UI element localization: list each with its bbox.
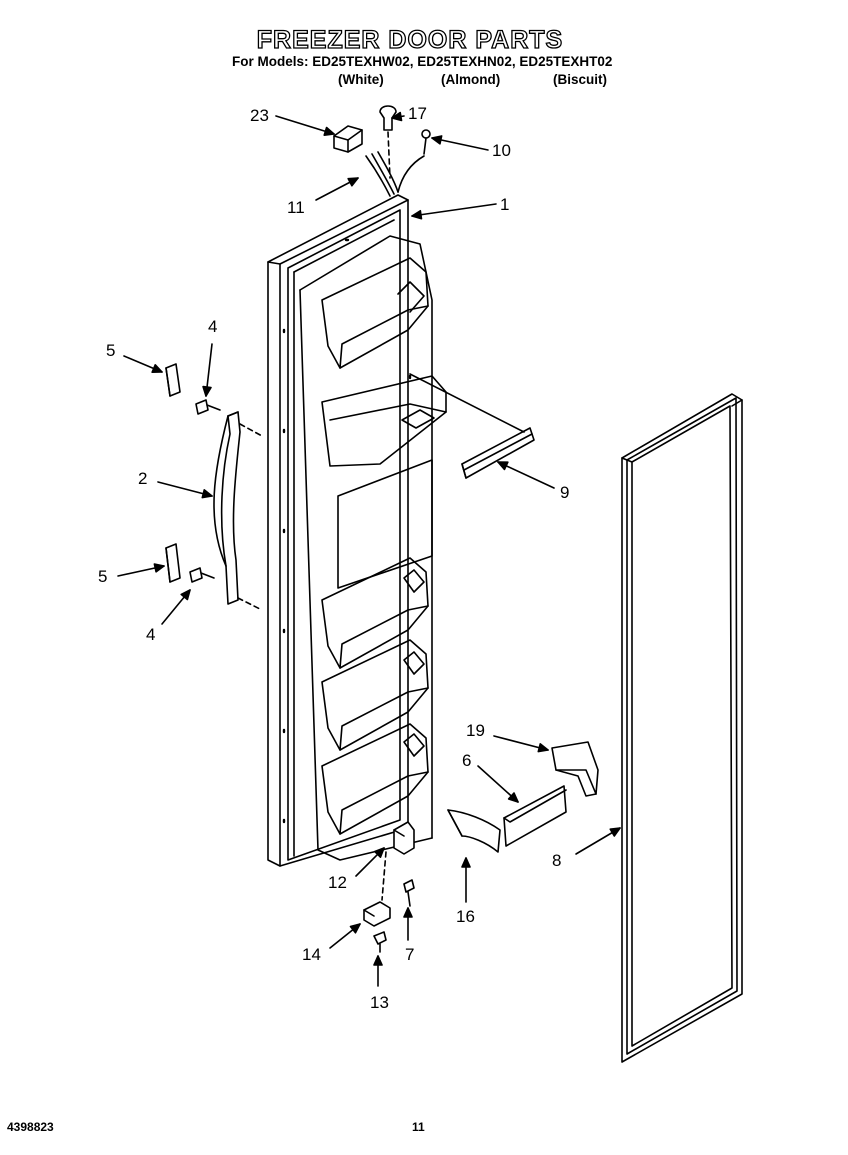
arrowhead	[431, 135, 443, 145]
arrowhead	[153, 563, 165, 573]
bottom-hinge-parts	[363, 821, 415, 953]
freezer-door	[267, 194, 447, 867]
arrowhead	[497, 461, 509, 471]
handle-caps	[165, 363, 181, 583]
leader-line	[275, 115, 335, 135]
leader-line	[497, 461, 555, 489]
part-callout-10: 4	[146, 625, 155, 644]
part-callout-13: 8	[552, 851, 561, 870]
arrowhead	[609, 827, 621, 837]
color-white: (White)	[338, 72, 384, 87]
arrowhead	[180, 589, 191, 601]
shelf-rail	[409, 373, 535, 479]
page-title: FREEZER DOOR PARTS	[256, 25, 564, 54]
part-callout-5: 4	[208, 317, 217, 336]
part-callout-0: 23	[250, 106, 269, 125]
color-almond: (Almond)	[441, 72, 501, 87]
arrowhead	[537, 743, 549, 753]
arrowhead	[403, 907, 413, 918]
part-callout-4: 1	[500, 195, 509, 214]
leader-lines	[117, 111, 621, 987]
part-callout-3: 11	[287, 198, 305, 217]
part-callout-6: 5	[106, 341, 115, 360]
arrowhead	[323, 126, 335, 136]
part-callout-15: 16	[456, 907, 475, 926]
top-parts	[333, 105, 431, 197]
arrowhead	[507, 792, 519, 803]
handle-screws	[189, 399, 221, 583]
part-callout-8: 9	[560, 483, 569, 502]
leader-line	[411, 203, 497, 217]
arrowhead	[151, 364, 163, 373]
door-handle	[213, 411, 263, 611]
arrowhead	[411, 209, 423, 220]
color-biscuit: (Biscuit)	[553, 72, 607, 87]
arrowhead	[391, 111, 403, 122]
arrowhead	[202, 385, 212, 397]
arrowhead	[374, 847, 385, 858]
door-gasket	[621, 393, 743, 1063]
part-callout-2: 10	[492, 141, 511, 160]
part-callout-16: 14	[302, 945, 321, 964]
page-number: 11	[412, 1120, 425, 1134]
models-line: For Models: ED25TEXHW02, ED25TEXHN02, ED…	[232, 54, 613, 69]
part-callout-9: 5	[98, 567, 107, 586]
part-callout-1: 17	[408, 104, 427, 123]
arrowhead	[461, 857, 471, 868]
part-callout-18: 13	[370, 993, 389, 1012]
part-callout-14: 12	[328, 873, 347, 892]
arrowhead	[347, 177, 359, 187]
part-callout-12: 6	[462, 751, 471, 770]
part-callout-7: 2	[138, 469, 147, 488]
part-callout-17: 7	[405, 945, 414, 964]
arrowhead	[349, 923, 361, 934]
part-callout-11: 19	[466, 721, 485, 740]
arrowhead	[201, 489, 213, 499]
document-number: 4398823	[7, 1120, 54, 1134]
hinge-parts	[447, 741, 599, 853]
arrowhead	[373, 955, 383, 966]
